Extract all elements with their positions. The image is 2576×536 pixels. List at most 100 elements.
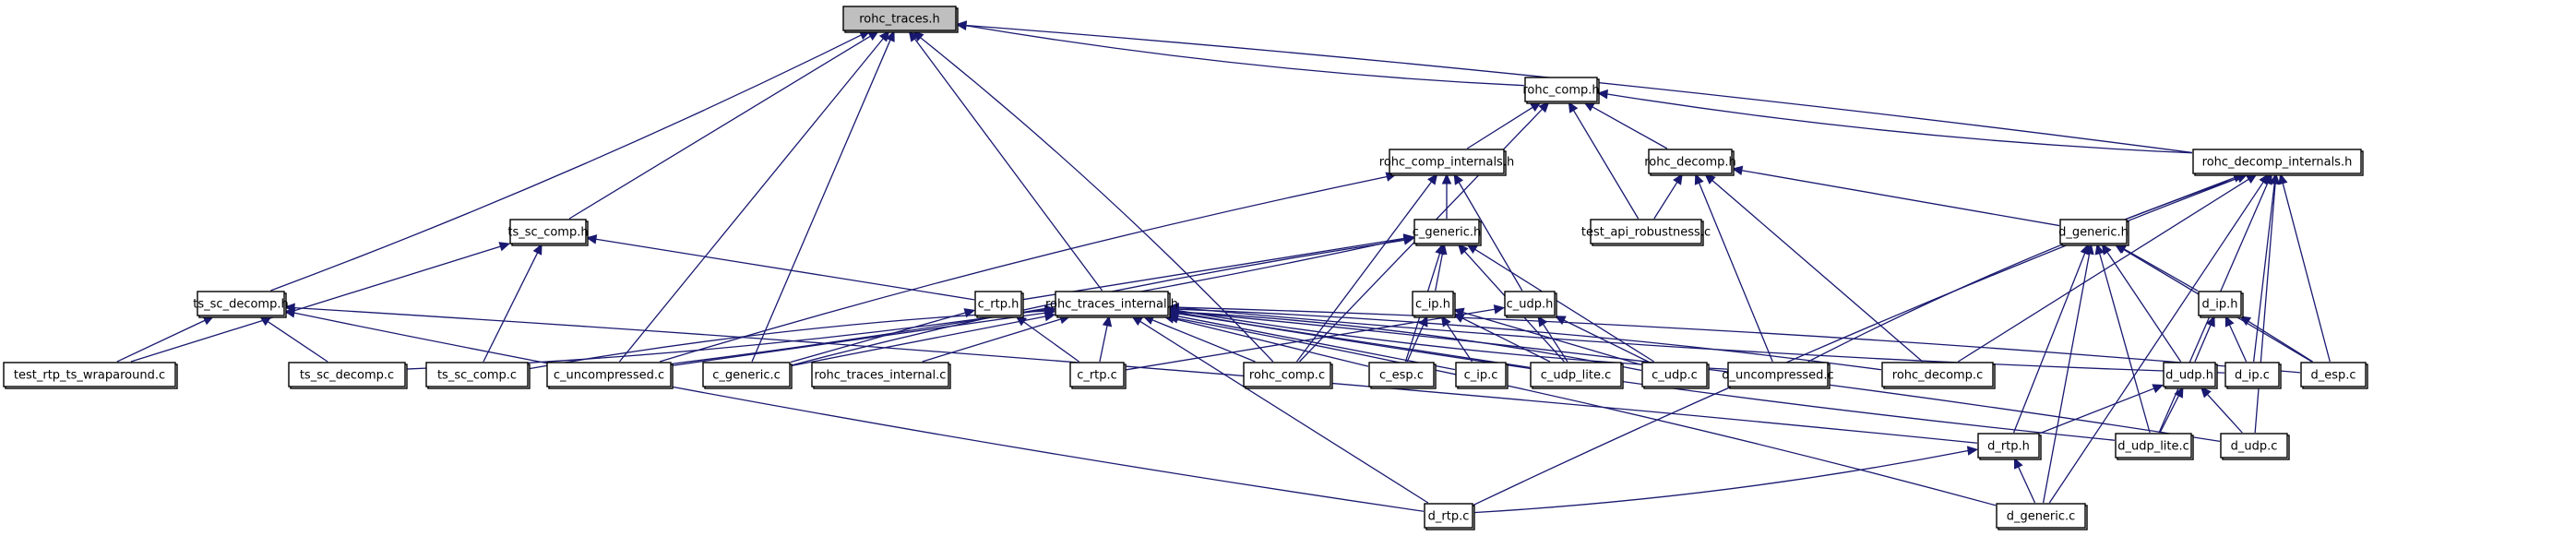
node-box[interactable] [811,362,949,387]
node-box[interactable] [1368,362,1435,387]
node-box[interactable] [2198,291,2242,316]
arrowhead-icon [1694,173,1704,185]
edge-c_udp_h-to-rohc_comp_internals_h [1453,173,1523,292]
node-box[interactable] [974,291,1022,316]
node-box[interactable] [1881,362,1994,387]
node-d-ip-c[interactable]: d_ip.c [2224,362,2282,389]
node-box[interactable] [546,362,672,387]
node-box[interactable] [1455,362,1507,387]
node-c-ip-c[interactable]: c_ip.c [1455,362,1509,389]
edge-d_generic_c-to-rohc_traces_internal_h [1167,314,1997,506]
node-rohc-comp-c[interactable]: rohc_comp.c [1243,362,1333,389]
node-box[interactable] [1069,362,1125,387]
node-box[interactable] [1524,77,1598,102]
node-ts-sc-decomp-c[interactable]: ts_sc_decomp.c [288,362,408,389]
node-d-generic-h[interactable]: d_generic.h [2058,219,2129,246]
node-box[interactable] [1055,291,1169,316]
node-d-rtp-c[interactable]: d_rtp.c [1424,503,1475,530]
node-d-uncompressed-c[interactable]: d_uncompressed.c [1722,362,1834,389]
arrowhead-icon [2084,243,2094,256]
node-d-ip-h[interactable]: d_ip.h [2198,291,2244,318]
node-box[interactable] [2115,433,2192,459]
node-label: c_generic.c [712,369,781,383]
edge-d_generic_c-to-d_generic_h [2042,243,2094,504]
node-rohc-decomp-h[interactable]: rohc_decomp.h [1644,149,1736,176]
node-box[interactable] [2224,362,2280,387]
node-c-udp-h[interactable]: c_udp.h [1504,291,1557,318]
node-label: ts_sc_comp.h [507,226,588,240]
node-box[interactable] [1590,219,1702,244]
node-d-generic-c[interactable]: d_generic.c [1996,503,2088,530]
node-box[interactable] [2300,362,2367,387]
node-ts-sc-decomp-h[interactable]: ts_sc_decomp.h [193,291,289,318]
edge-line [618,38,884,363]
edge-c_rtp_h-to-ts_sc_comp_h [585,234,975,301]
arrowhead-icon [955,20,967,30]
node-box[interactable] [1530,362,1622,387]
node-ts-sc-comp-h[interactable]: ts_sc_comp.h [507,219,589,246]
node-box[interactable] [3,362,176,387]
edge-d_generic_c-to-d_rtp_h [2013,457,2036,504]
node-label: rohc_traces.h [859,13,940,27]
node-box[interactable] [1648,149,1733,174]
node-test-rtp-ts-wraparound-c[interactable]: test_rtp_ts_wraparound.c [3,362,178,389]
node-box[interactable] [1641,362,1708,387]
arrowhead-icon [908,30,919,42]
node-ts-sc-comp-c[interactable]: ts_sc_comp.c [425,362,531,389]
node-d-udp-lite-c[interactable]: d_udp_lite.c [2115,433,2194,460]
node-d-esp-c[interactable]: d_esp.c [2300,362,2368,389]
node-box[interactable] [1996,503,2086,529]
node-box[interactable] [1424,503,1473,529]
node-c-rtp-c[interactable]: c_rtp.c [1069,362,1127,389]
node-c-udp-c[interactable]: c_udp.c [1641,362,1710,389]
node-rohc-decomp-c[interactable]: rohc_decomp.c [1881,362,1996,389]
node-box[interactable] [1412,291,1454,316]
node-box[interactable] [2163,362,2216,387]
edge-line [267,321,328,363]
node-label: c_rtp.c [1077,369,1117,383]
node-box[interactable] [425,362,529,387]
node-box[interactable] [1413,219,1480,244]
node-c-uncompressed-c[interactable]: c_uncompressed.c [546,362,674,389]
node-d-udp-h[interactable]: d_udp.h [2163,362,2218,389]
edge-line [671,238,1405,365]
edge-c_udp_c-to-c_udp_h [1554,316,1649,363]
node-box[interactable] [197,291,285,316]
edge-c_generic_h-to-rohc_comp_internals_h [1441,173,1452,219]
node-rohc-traces-internal-c[interactable]: rohc_traces_internal.c [811,362,951,389]
node-label: d_generic.c [2007,510,2076,524]
node-box[interactable] [1977,433,2040,459]
edge-d_udp_c-to-d_udp_h [2200,387,2243,434]
node-box[interactable] [509,219,587,244]
edge-line [1711,180,1924,363]
node-box[interactable] [2192,149,2362,174]
edge-d_uncompressed_c-to-rohc_decomp_internals_h [1807,173,2248,363]
node-rohc-decomp-internals-h[interactable]: rohc_decomp_internals.h [2192,149,2364,176]
node-rohc-comp-h[interactable]: rohc_comp.h [1522,77,1600,104]
node-c-udp-lite-c[interactable]: c_udp_lite.c [1530,362,1624,389]
node-test-api-robustness-c[interactable]: test_api_robustness.c [1581,219,1711,246]
node-c-generic-h[interactable]: c_generic.h [1413,219,1482,246]
node-c-ip-h[interactable]: c_ip.h [1412,291,1456,318]
node-rohc-comp-internals-h[interactable]: rohc_comp_internals.h [1379,149,1514,176]
node-box[interactable] [2220,433,2288,459]
edge-d_rtp_h-to-d_generic_h [2012,243,2090,434]
node-label: d_udp.c [2231,440,2278,454]
edge-d_ip_c-to-d_ip_h [2224,315,2248,363]
node-box[interactable] [1504,291,1556,316]
node-c-rtp-h[interactable]: c_rtp.h [974,291,1024,318]
node-box[interactable] [1389,149,1505,174]
node-d-rtp-h[interactable]: d_rtp.h [1977,433,2042,460]
node-box[interactable] [1243,362,1331,387]
node-box[interactable] [702,362,791,387]
node-rohc-traces-internal-h[interactable]: rohc_traces_internal.h [1045,291,1178,318]
node-box[interactable] [1727,362,1829,387]
node-box [842,6,957,31]
node-d-udp-c[interactable]: d_udp.c [2220,433,2290,460]
node-c-esp-c[interactable]: c_esp.c [1368,362,1437,389]
node-box[interactable] [2059,219,2128,244]
arrowhead-icon [1673,173,1683,185]
node-label: rohc_decomp.h [1644,156,1736,170]
node-c-generic-c[interactable]: c_generic.c [702,362,793,389]
node-box[interactable] [288,362,406,387]
